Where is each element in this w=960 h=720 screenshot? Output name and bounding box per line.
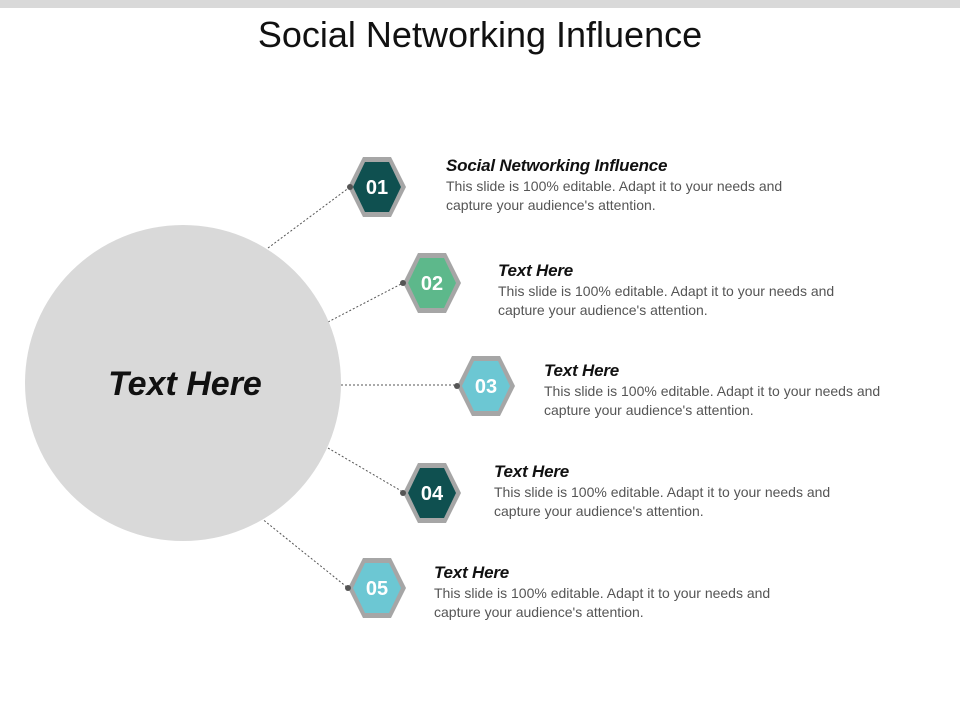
item-03-description-line-2: capture your audience's attention. bbox=[544, 402, 754, 418]
hexagon-04: 04 bbox=[403, 463, 461, 523]
hexagon-03: 03 bbox=[457, 356, 515, 416]
connector-dot-4 bbox=[400, 490, 406, 496]
item-03-description-line-1: This slide is 100% editable. Adapt it to… bbox=[544, 383, 881, 399]
item-04-description-line-1: This slide is 100% editable. Adapt it to… bbox=[494, 484, 831, 500]
center-circle bbox=[25, 225, 341, 541]
item-03-text: Text Here This slide is 100% editable. A… bbox=[544, 361, 960, 420]
item-05-description-line-2: capture your audience's attention. bbox=[434, 604, 644, 620]
hexagon-04-number: 04 bbox=[421, 483, 444, 505]
item-05-description: This slide is 100% editable. Adapt it to… bbox=[434, 584, 854, 622]
top-accent-bar bbox=[0, 0, 960, 8]
item-04-heading: Text Here bbox=[494, 462, 570, 481]
item-01-description-line-1: This slide is 100% editable. Adapt it to… bbox=[446, 178, 783, 194]
item-05-description-line-1: This slide is 100% editable. Adapt it to… bbox=[434, 585, 771, 601]
item-04-text: Text Here This slide is 100% editable. A… bbox=[494, 462, 914, 521]
item-02-heading: Text Here bbox=[498, 261, 574, 280]
hexagon-02-number: 02 bbox=[421, 273, 443, 295]
item-01-text: Social Networking Influence This slide i… bbox=[446, 156, 866, 215]
hexagon-01-number: 01 bbox=[366, 177, 388, 199]
hexagon-05: 05 bbox=[348, 558, 406, 618]
item-05-text: Text Here This slide is 100% editable. A… bbox=[434, 563, 854, 622]
connector-dot-1 bbox=[347, 184, 353, 190]
center-circle-label: Text Here bbox=[108, 365, 262, 403]
hexagon-01: 01 bbox=[348, 157, 406, 217]
item-02-description-line-2: capture your audience's attention. bbox=[498, 302, 708, 318]
item-02-description-line-1: This slide is 100% editable. Adapt it to… bbox=[498, 283, 835, 299]
item-03-heading: Text Here bbox=[544, 361, 620, 380]
item-01-description: This slide is 100% editable. Adapt it to… bbox=[446, 177, 866, 215]
slide-title: Social Networking Influence bbox=[257, 14, 703, 55]
hexagon-05-number: 05 bbox=[366, 578, 388, 600]
connector-line-5 bbox=[260, 517, 349, 589]
item-01-description-line-2: capture your audience's attention. bbox=[446, 197, 656, 213]
item-05-heading: Text Here bbox=[434, 563, 510, 582]
hexagon-03-number: 03 bbox=[475, 376, 497, 398]
item-01-heading: Social Networking Influence bbox=[446, 156, 668, 175]
connector-dot-5 bbox=[345, 585, 351, 591]
connector-line-1 bbox=[267, 186, 351, 249]
item-04-description: This slide is 100% editable. Adapt it to… bbox=[494, 483, 914, 521]
item-03-description: This slide is 100% editable. Adapt it to… bbox=[544, 382, 960, 420]
connector-line-4 bbox=[327, 447, 404, 493]
item-04-description-line-2: capture your audience's attention. bbox=[494, 503, 704, 519]
item-02-text: Text Here This slide is 100% editable. A… bbox=[498, 261, 918, 320]
item-02-description: This slide is 100% editable. Adapt it to… bbox=[498, 282, 918, 320]
connector-line-2 bbox=[327, 282, 404, 323]
connector-dot-3 bbox=[454, 383, 460, 389]
connector-dot-2 bbox=[400, 280, 406, 286]
hexagon-02: 02 bbox=[403, 253, 461, 313]
